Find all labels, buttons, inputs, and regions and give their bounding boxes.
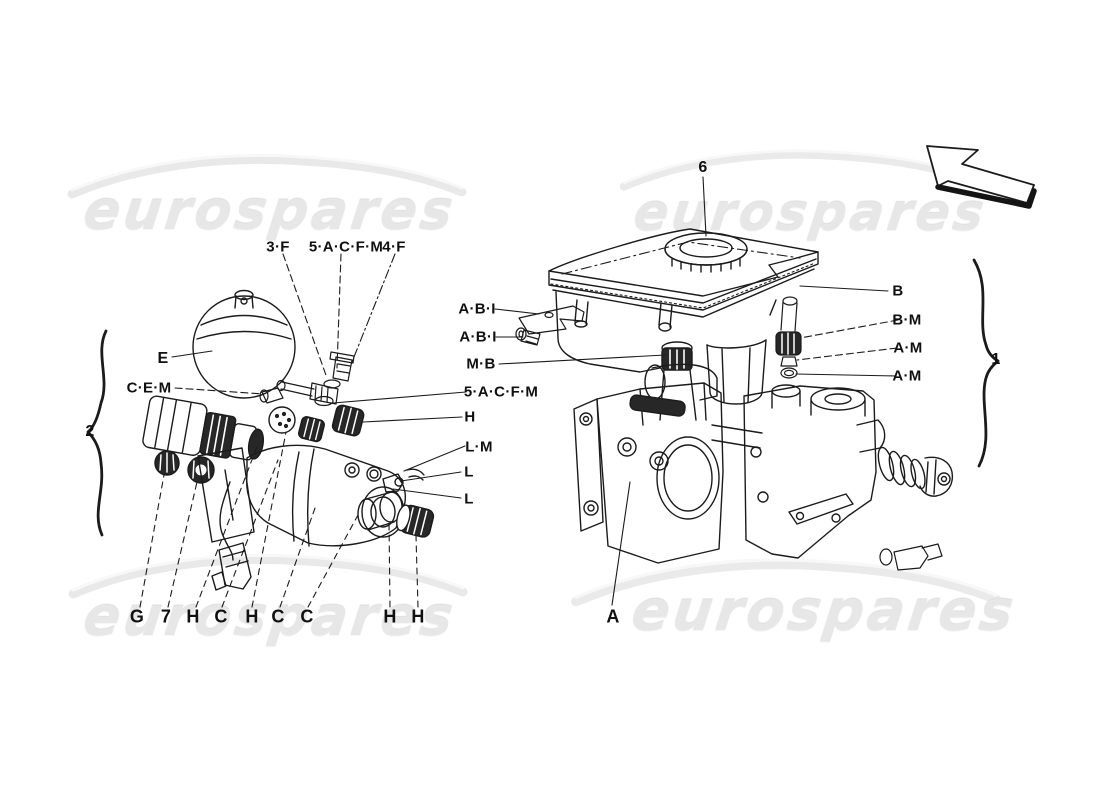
banjo-fitting-drawing bbox=[259, 351, 355, 407]
callout-h-b4: H bbox=[411, 606, 425, 627]
callout-abi-2: A·B·I bbox=[459, 328, 497, 346]
callout-h-b2: H bbox=[245, 606, 259, 627]
callout-h-b1: H bbox=[186, 606, 200, 627]
accumulator-sphere-drawing bbox=[192, 289, 296, 399]
callout-c-b1: C bbox=[214, 606, 228, 627]
callout-6: 6 bbox=[698, 159, 708, 176]
callout-1: 1 bbox=[991, 351, 1001, 368]
callout-h-mid: H bbox=[464, 408, 476, 426]
callout-g: G bbox=[129, 606, 145, 627]
callout-2: 2 bbox=[85, 423, 95, 440]
callout-5acfm-top: 5·A·C·F·M bbox=[308, 238, 384, 256]
callout-c-b3: C bbox=[300, 606, 314, 627]
callout-lm: L·M bbox=[465, 438, 493, 456]
mounting-bracket-drawing bbox=[515, 305, 585, 346]
callout-7: 7 bbox=[160, 606, 172, 627]
pump-motor-drawing bbox=[197, 404, 435, 591]
callout-h-b3: H bbox=[383, 606, 397, 627]
callout-cem: C·E·M bbox=[126, 379, 172, 397]
fluid-reservoir-drawing bbox=[548, 228, 819, 405]
callout-5acfm-mid: 5·A·C·F·M bbox=[463, 383, 539, 401]
callout-bm: B·M bbox=[892, 311, 922, 329]
callout-mb: M·B bbox=[466, 355, 496, 373]
callout-4f: 4·F bbox=[382, 238, 406, 256]
spring-boot-drawing bbox=[877, 446, 954, 497]
direction-arrow-icon bbox=[926, 145, 1037, 209]
callout-l-2: L bbox=[464, 490, 474, 508]
hydraulic-unit-drawing bbox=[573, 296, 954, 571]
callout-3f: 3·F bbox=[266, 238, 290, 256]
callout-l-1: L bbox=[464, 463, 474, 481]
brace-group-1 bbox=[972, 258, 1000, 468]
connector-plug-drawing bbox=[211, 542, 252, 591]
callout-abi-1: A·B·I bbox=[458, 300, 496, 318]
callout-c-b2: C bbox=[271, 606, 285, 627]
right-fitting-stack-drawing bbox=[775, 296, 802, 379]
callout-am-1: A·M bbox=[893, 339, 923, 357]
brace-group-2 bbox=[86, 329, 108, 537]
leader-lines bbox=[139, 176, 899, 608]
callout-am-2: A·M bbox=[892, 367, 922, 385]
callout-a: A bbox=[606, 606, 620, 627]
callout-b: B bbox=[892, 282, 904, 300]
solenoid-valve-drawing bbox=[142, 395, 296, 484]
bottom-right-fitting-drawing bbox=[879, 543, 943, 571]
callout-e: E bbox=[157, 350, 169, 367]
filter-cup-drawing bbox=[706, 339, 767, 405]
